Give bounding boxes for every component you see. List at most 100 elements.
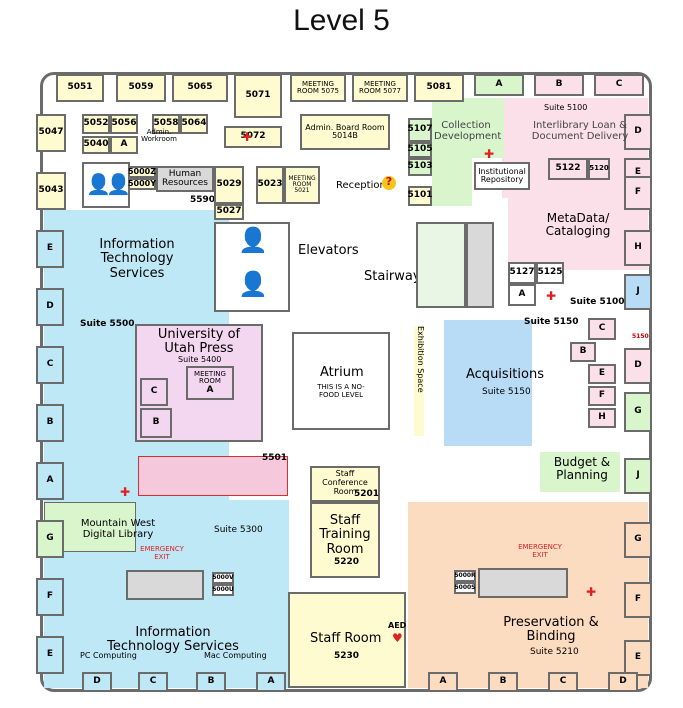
training-zone (310, 502, 380, 578)
admin-board-room: Admin. Board Room 5014B (300, 114, 390, 150)
room-5101: 5101 (407, 186, 433, 206)
meeting-room-5021: MEETING ROOM 5021 (284, 166, 320, 204)
page-title: Level 5 (293, 4, 390, 37)
board-room-num: 5014B (332, 131, 358, 140)
suite-5100-b: Suite 5100 (570, 297, 625, 307)
acq-room-c: C (588, 318, 616, 340)
room-right-d: D (624, 114, 652, 150)
pc-computing: PC Computing (80, 651, 137, 660)
room-bottom-b: B (196, 672, 226, 692)
human-resources: Human Resources (156, 166, 214, 192)
room-5230: 5230 (334, 651, 360, 661)
mac-computing: Mac Computing (204, 651, 267, 660)
room-5127: 5127 (508, 262, 536, 284)
room-5058: 5058 (152, 114, 180, 134)
suite-5400-label: Suite 5400 (178, 355, 222, 364)
budget-zone (540, 452, 620, 492)
acq-room-e: E (588, 364, 616, 384)
room-5201: 5201 (354, 489, 380, 499)
room-5064: 5064 (180, 114, 208, 134)
preservation-binding: Preservation & Binding (503, 615, 599, 645)
reception-label: Reception (336, 180, 386, 191)
press-room-c: C (140, 378, 168, 406)
acq-room-f: F (588, 386, 616, 406)
elevators-label: Elevators (298, 243, 359, 258)
stair-shaft (466, 222, 494, 308)
room-bottom-d2: D (608, 672, 638, 692)
suite-5100-label: Suite 5100 (544, 103, 588, 112)
room-bottom-c2: C (548, 672, 578, 692)
stairway (416, 222, 466, 308)
room-right-f: F (624, 176, 652, 210)
first-aid-icon-3: ✚ (546, 289, 557, 303)
room-right-h: H (624, 230, 652, 266)
first-aid-icon-4: ✚ (120, 485, 131, 499)
room-5027: 5027 (214, 204, 244, 220)
first-aid-icon-5: ✚ (586, 585, 597, 599)
atrium (292, 332, 390, 430)
room-5103: 5103 (407, 158, 433, 176)
elevator-restrooms (214, 222, 290, 312)
room-5120: 5120 (588, 158, 610, 180)
room-bottom-b2: B (488, 672, 518, 692)
budget-planning: Budget & Planning (553, 455, 611, 483)
room-5000y: 5000Y (128, 178, 156, 190)
board-room-label: Admin. Board Room (305, 122, 385, 132)
red-seating (138, 456, 288, 496)
room-bottom-a: A (256, 672, 286, 692)
heart-icon: ♥ (392, 631, 403, 645)
room-left-e2: E (36, 636, 64, 674)
press-meeting-label: MEETING ROOM (194, 369, 226, 386)
exit-stairs-left (126, 570, 204, 600)
room-left-g: G (36, 520, 64, 558)
emergency-exit-left: EMERGENCY EXIT (140, 545, 184, 561)
exit-stairs-right (478, 568, 568, 598)
metadata-cataloging: MetaData/ Cataloging (545, 211, 611, 239)
aed-label: AED (388, 621, 407, 630)
no-food-label: THIS IS A NO-FOOD LEVEL (317, 383, 365, 399)
suite-5150-label: Suite 5150 (524, 317, 579, 327)
restroom-women-icon: 👤 (106, 172, 131, 196)
room-5081: 5081 (414, 74, 464, 102)
university-press-label: University of Utah Press (157, 327, 241, 357)
staff-conf-zone (310, 466, 380, 502)
stairway-label: Stairway (364, 269, 421, 284)
room-5040-a: A (110, 136, 138, 154)
room-5107: 5107 (407, 118, 433, 142)
room-5220: 5220 (334, 557, 360, 567)
atrium-label: Atrium (320, 365, 364, 380)
room-top-a: A (474, 74, 524, 96)
staff-training-room: Staff Training Room (319, 513, 371, 557)
room-right-d2: D (624, 348, 652, 384)
room-5043: 5043 (36, 172, 66, 210)
room-right-f2: F (624, 582, 652, 618)
room-5065: 5065 (172, 74, 228, 102)
room-5047: 5047 (36, 114, 66, 152)
first-aid-icon: ✚ (242, 130, 253, 144)
room-5590: 5590 (190, 195, 216, 205)
restroom-men-icon: 👤 (86, 172, 111, 196)
floor-map: 5051 5059 5065 5071 MEETING ROOM 5075 ME… (30, 62, 660, 700)
suite-5300-label: Suite 5300 (214, 525, 263, 535)
room-top-c: C (594, 74, 644, 96)
admin-workroom: Admin. Workroom (141, 127, 177, 143)
help-icon: ? (382, 176, 396, 190)
room-left-b: B (36, 404, 64, 442)
room-left-a: A (36, 462, 64, 500)
room-5075: MEETING ROOM 5075 (290, 74, 346, 102)
press-meeting-a: A (206, 384, 214, 395)
institutional-repository: Institutional Repository (474, 162, 530, 190)
room-left-c: C (36, 346, 64, 384)
exhibition-space: Exhibition Space (414, 326, 425, 436)
first-aid-icon-2: ✚ (484, 147, 495, 161)
room-5052: 5052 (82, 114, 110, 134)
collection-development: Collection Development (434, 120, 502, 142)
restroom-women-icon-2: 👤 (238, 270, 268, 298)
room-5150: 5150 (632, 333, 649, 340)
mwdl-label: Mountain West Digital Library (80, 518, 156, 540)
room-5072: 5072 (224, 126, 282, 148)
room-5122: 5122 (548, 158, 588, 180)
room-5100-a: A (508, 284, 536, 306)
interlibrary-loan: Interlibrary Loan & Document Delivery (531, 120, 629, 142)
acq-room-h: H (588, 408, 616, 428)
